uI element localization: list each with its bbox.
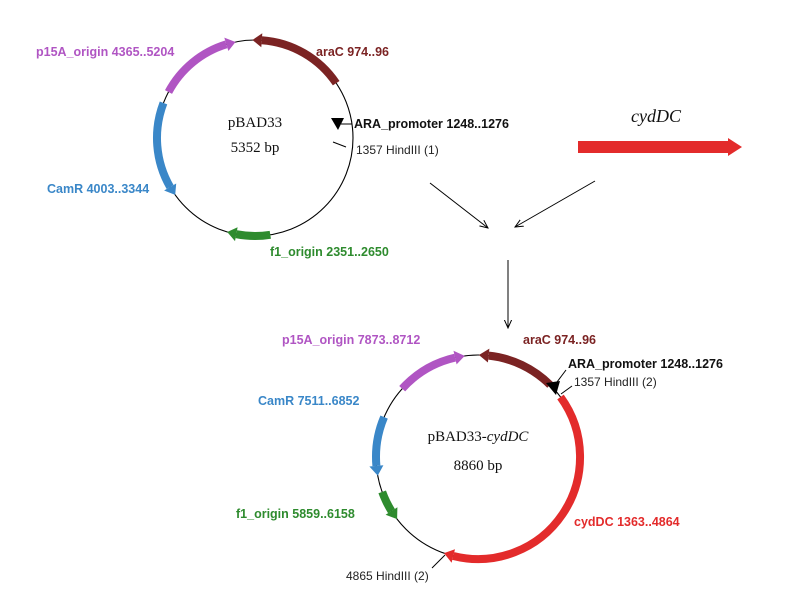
camr-label: CamR 4003..3344 <box>47 182 149 196</box>
hindiii-site-tick <box>332 141 347 148</box>
camr-feature-arrowhead <box>369 465 384 476</box>
f1-feature-arrowhead <box>227 227 238 242</box>
p15a-feature-arrowhead <box>224 37 236 51</box>
hindiii-site-tick <box>431 554 446 569</box>
insert-cyddc: cydDC <box>578 106 742 156</box>
ara-promoter-label: ARA_promoter 1248..1276 <box>354 117 509 131</box>
ara-promoter-marker <box>546 381 560 395</box>
plasmid2-name-gene: cydDC <box>487 429 530 445</box>
insert-title: cydDC <box>631 106 682 126</box>
plasmid1-name: pBAD33 <box>228 115 282 131</box>
camr-feature-arc <box>153 101 174 189</box>
p15a-feature-arc <box>399 353 457 392</box>
ara-promoter-label: ARA_promoter 1248..1276 <box>568 357 723 371</box>
cyddc-feature-arc <box>452 394 585 564</box>
arac-label: araC 974..96 <box>316 45 389 59</box>
camr-feature-arc <box>372 415 388 467</box>
f1-origin-label: f1_origin 5859..6158 <box>236 507 355 521</box>
arrow-from-vector <box>429 182 488 228</box>
hindiii-site-label: 1357 HindIII (2) <box>574 375 657 389</box>
cyddc-label: cydDC 1363..4864 <box>574 515 680 529</box>
hindiii-site-tick <box>560 385 573 395</box>
ara-promoter-marker <box>331 118 344 130</box>
plasmid2-name-prefix: pBAD33- <box>428 429 487 445</box>
arrow-from-insert <box>515 180 596 227</box>
ara-promoter-leader <box>553 369 567 387</box>
p15a-origin-label: p15A_origin 4365..5204 <box>36 45 174 59</box>
arac-feature-arc <box>261 36 340 86</box>
f1-feature-arc <box>378 490 395 514</box>
p15a-origin-label: p15A_origin 7873..8712 <box>282 333 420 347</box>
hindiii-site-label: 1357 HindIII (1) <box>356 143 439 157</box>
camr-feature-arrowhead <box>164 183 177 195</box>
cyddc-insert-arrow <box>578 138 742 156</box>
arac-label: araC 974..96 <box>523 333 596 347</box>
f1-feature-arrowhead <box>385 507 398 520</box>
hindiii-site-label: 4865 HindIII (2) <box>346 569 429 583</box>
plasmid-map-pbad33-cyddc: pBAD33-cydDC 8860 bp araC 974..96 p15A_o… <box>236 333 723 583</box>
plasmid-features <box>369 348 585 564</box>
plasmid-features <box>153 33 340 242</box>
p15a-feature-arrowhead <box>453 350 465 365</box>
plasmid2-size: 8860 bp <box>454 458 503 474</box>
cyddc-feature-arrowhead <box>444 549 455 563</box>
f1-feature-arc <box>235 230 271 240</box>
plasmid1-size: 5352 bp <box>231 140 280 156</box>
arac-feature-arrowhead <box>252 33 263 48</box>
plasmid2-name: pBAD33-cydDC <box>428 429 530 445</box>
p15a-feature-arc <box>164 40 228 94</box>
camr-label: CamR 7511..6852 <box>258 394 360 408</box>
arac-feature-arrowhead <box>478 348 490 363</box>
plasmid-map-pbad33: pBAD33 5352 bp araC 974..96 p15A_origin … <box>36 33 509 259</box>
f1-origin-label: f1_origin 2351..2650 <box>270 245 389 259</box>
arac-feature-arc <box>488 351 553 388</box>
